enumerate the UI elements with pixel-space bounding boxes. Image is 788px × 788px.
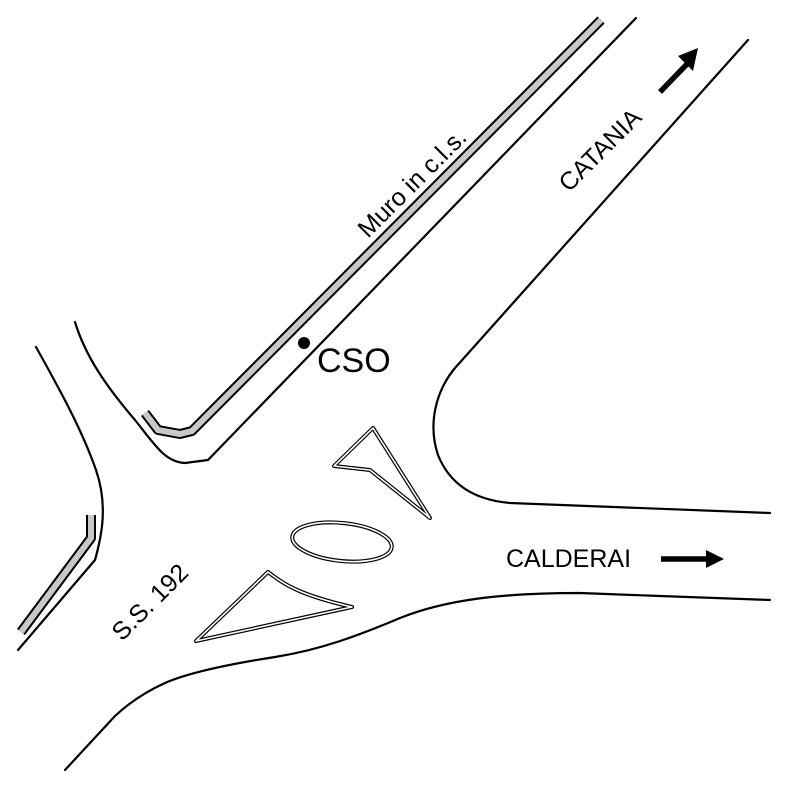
concrete-wall-long <box>141 16 605 439</box>
cso-label: CSO <box>317 342 391 380</box>
road-label-ss192: S.S. 192 <box>106 559 194 647</box>
traffic-island-lower-triangle <box>194 570 354 643</box>
traffic-island-ellipse <box>290 520 394 564</box>
cso-marker-icon <box>298 337 310 349</box>
concrete-wall-short <box>16 515 96 635</box>
road-edge-ss192-left <box>16 345 104 652</box>
road-edge-calderai-lower <box>63 591 772 772</box>
calderai-label: CALDERAI <box>506 545 631 573</box>
road-edge-catania-right <box>432 38 772 515</box>
catania-label: CATANIA <box>553 103 647 197</box>
arrow-up-right-icon <box>658 48 698 94</box>
wall-label: Muro in c.l.s. <box>352 123 472 243</box>
arrow-right-icon <box>661 550 724 568</box>
road-edge-upper-left-curve <box>73 16 638 465</box>
traffic-island-upper-triangle <box>332 426 432 520</box>
